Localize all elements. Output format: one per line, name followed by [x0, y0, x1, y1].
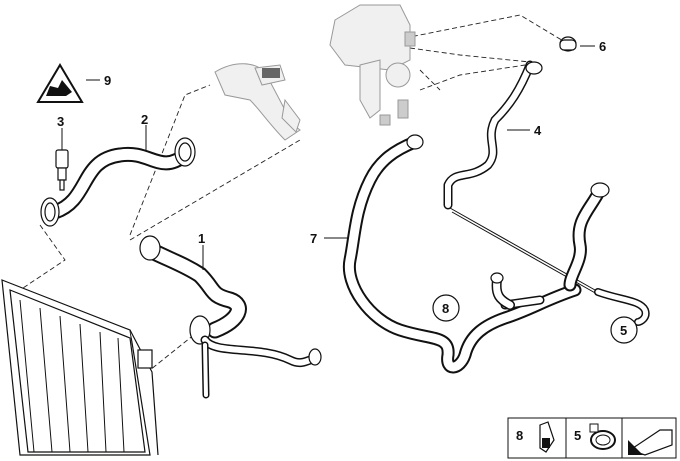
callout-8-circle	[432, 294, 460, 322]
hose-1	[139, 235, 322, 399]
callout-2: 2	[141, 112, 148, 127]
callout-5: 5	[620, 323, 627, 338]
callout-3: 3	[57, 114, 64, 129]
warning-triangle-icon	[36, 63, 84, 103]
hose-4	[443, 60, 598, 295]
radiator	[1, 279, 159, 456]
hose-7	[342, 134, 650, 374]
dashed-connection-lines	[19, 14, 566, 371]
hose-2	[40, 137, 196, 227]
cap-6	[559, 36, 577, 52]
upper-pipe-assembly	[214, 63, 301, 141]
legend-box: 8 5	[507, 417, 677, 459]
temperature-sensor-3	[55, 149, 69, 191]
callout-9: 9	[104, 73, 111, 88]
callout-7: 7	[310, 231, 317, 246]
callout-labels: 9 3 2 1 7 4 6 8 5	[57, 39, 638, 344]
clip-icon	[539, 421, 555, 453]
callout-8: 8	[442, 301, 449, 316]
hose-clamp-icon	[589, 423, 616, 450]
leader-lines	[61, 45, 595, 270]
callout-6: 6	[599, 39, 606, 54]
legend-label-8: 8	[516, 428, 523, 443]
callout-1: 1	[198, 231, 205, 246]
expansion-tank	[329, 4, 416, 126]
callout-4: 4	[534, 123, 542, 138]
arrow-icon	[628, 429, 673, 456]
legend-label-5: 5	[574, 428, 581, 443]
callout-5-circle	[610, 316, 638, 344]
